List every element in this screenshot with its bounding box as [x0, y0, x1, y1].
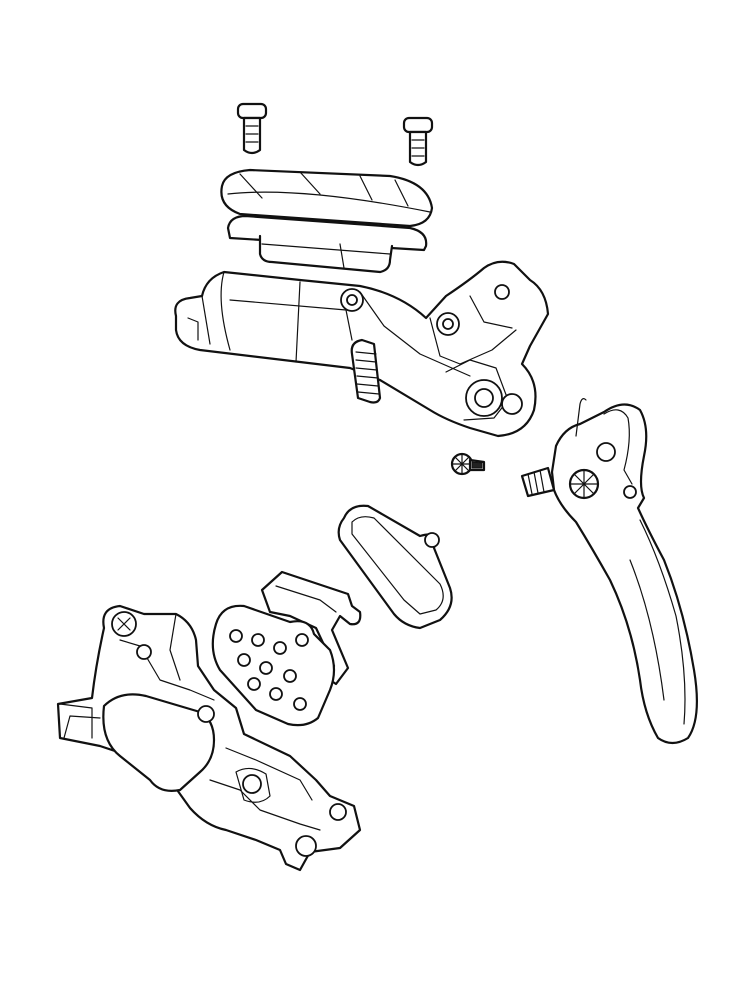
brake-pad	[337, 504, 453, 630]
reservoir-bolt-right	[402, 116, 434, 167]
master-cylinder-body	[174, 260, 550, 438]
brake-lever-blade	[520, 398, 698, 745]
pivot-bolt	[450, 452, 486, 476]
reservoir-bladder	[226, 214, 428, 274]
brake-caliper	[56, 604, 362, 872]
reservoir-cover	[220, 168, 434, 228]
brake-pad-rear	[211, 604, 336, 727]
reservoir-bolt-left	[236, 102, 268, 155]
